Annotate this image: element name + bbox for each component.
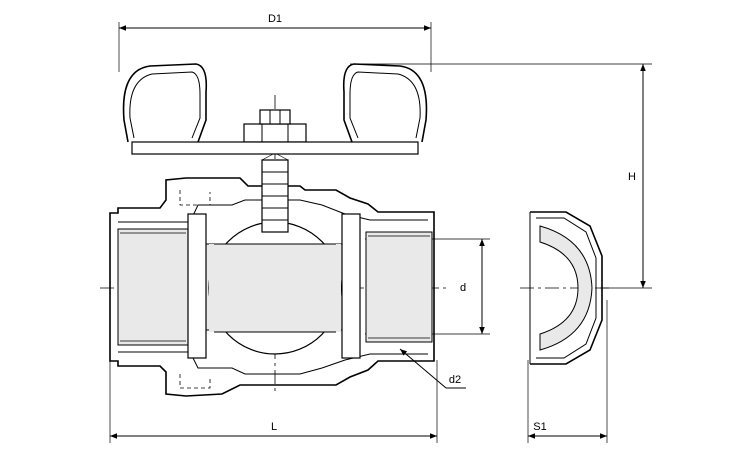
- handle-plate: [131, 141, 419, 155]
- thread-lines: [120, 232, 430, 342]
- side-view: [529, 211, 603, 365]
- handle-left-wing: [122, 63, 208, 143]
- dimension-d2: d2: [399, 348, 466, 389]
- handle-right-wing: [342, 63, 428, 143]
- valve-body: [109, 177, 435, 397]
- right-bore: [365, 231, 433, 343]
- left-seat: [187, 213, 207, 359]
- label-d: d: [460, 282, 466, 294]
- valve-stem: [243, 109, 307, 233]
- label-l: L: [271, 421, 277, 433]
- right-seat: [341, 213, 361, 359]
- label-d2: d2: [449, 374, 461, 386]
- dimension-s1: S1: [527, 300, 608, 443]
- ball-port: [209, 244, 341, 332]
- dimension-l: L: [109, 360, 438, 443]
- left-bore: [117, 228, 189, 346]
- stem-nut: [243, 123, 307, 143]
- stem-top: [259, 109, 291, 125]
- label-d1: D1: [268, 13, 282, 25]
- label-s1: S1: [533, 421, 546, 433]
- label-h: H: [628, 171, 636, 183]
- butterfly-handle: [122, 63, 428, 155]
- dimension-d1: D1: [118, 13, 432, 72]
